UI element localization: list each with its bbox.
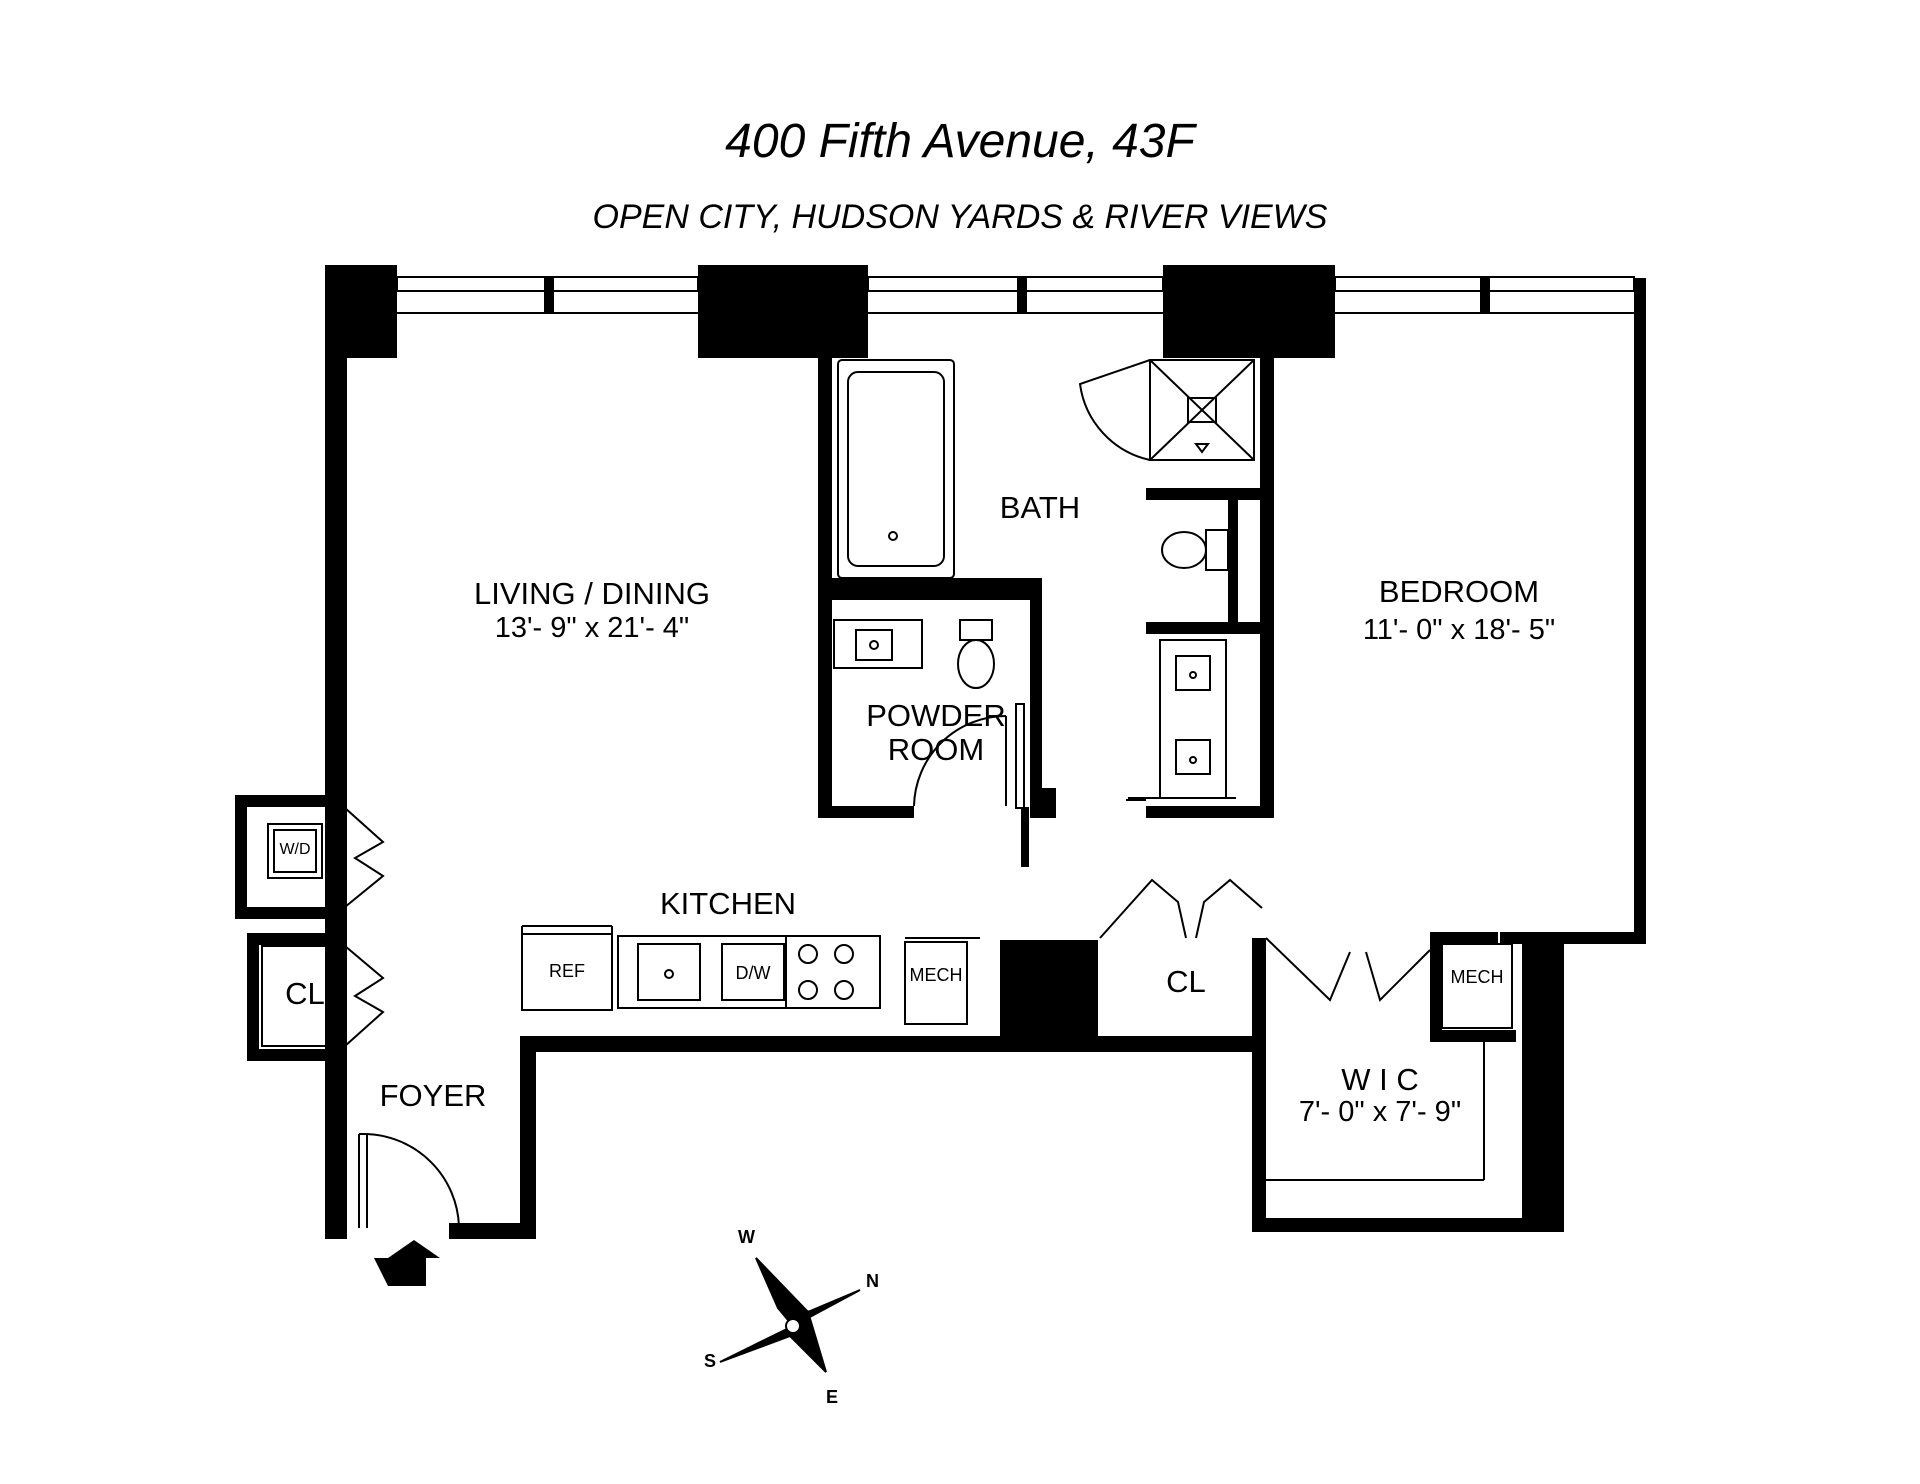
cooktop: [785, 935, 881, 1009]
mech-kitchen-box: [904, 941, 968, 1025]
hall-closet-door: [1099, 878, 1263, 939]
wic-door: [1265, 937, 1431, 1002]
interior-walls: [818, 358, 1516, 1042]
powder-door-arc: [913, 715, 1007, 807]
entry-door-arc: [366, 1133, 460, 1227]
bathtub: [837, 359, 955, 579]
exterior-walls: [235, 265, 1646, 1239]
window-mullions: [544, 277, 1490, 313]
hall-closet-label: CL: [1166, 964, 1206, 999]
pocket-door: [1015, 703, 1025, 809]
windows: [396, 276, 1635, 314]
shower-door-arc: [1078, 359, 1151, 461]
foyer-closet-inner: [261, 945, 346, 1047]
wd-bifold-door: [344, 807, 385, 908]
entry-arrow: [374, 1240, 440, 1286]
compass-rose: [719, 1257, 861, 1373]
refrigerator-label: REF: [549, 961, 585, 981]
dishwasher: [721, 943, 785, 1001]
fixtures: [261, 359, 1513, 1228]
powder-room-label-line2: ROOM: [887, 732, 985, 767]
shower-stall: [1149, 359, 1255, 461]
bathtub-basin: [847, 371, 945, 567]
mech-kitchen-label: MECH: [909, 965, 963, 985]
foyer-closet-bifold: [344, 945, 385, 1047]
bathtub-drain: [888, 531, 898, 541]
compass-west: W: [738, 1227, 755, 1247]
foyer-label: FOYER: [379, 1078, 487, 1113]
compass-east: E: [826, 1387, 839, 1407]
mech-bedroom-label: MECH: [1450, 967, 1504, 987]
foyer-closet-label: CL: [285, 976, 325, 1011]
powder-room-label-line1: POWDER: [866, 698, 1006, 733]
compass-north: N: [866, 1271, 879, 1291]
living-dining-dimensions: 13'- 9" x 21'- 4": [494, 612, 690, 644]
wic-label: W I C: [1341, 1062, 1419, 1097]
bedroom-label: BEDROOM: [1378, 574, 1540, 609]
washer-dryer-label: W/D: [279, 841, 311, 858]
plan-title: 400 Fifth Avenue, 43F: [725, 115, 1195, 168]
kitchen-sink: [637, 943, 701, 1001]
living-dining-label: LIVING / DINING: [474, 576, 710, 611]
mech-bedroom-box: [1441, 943, 1513, 1029]
washer-dryer-unit: [267, 823, 323, 879]
toilet-bath: [1161, 531, 1207, 569]
toilet-powder: [957, 639, 995, 689]
bedroom-dimensions: 11'- 0" x 18'- 5": [1362, 614, 1556, 646]
compass-south: S: [704, 1351, 717, 1371]
fridge: [521, 933, 613, 1011]
plan-subtitle: OPEN CITY, HUDSON YARDS & RIVER VIEWS: [592, 198, 1328, 236]
wic-dimensions: 7'- 0" x 7'- 9": [1298, 1096, 1462, 1128]
bath-label: BATH: [999, 490, 1081, 525]
dishwasher-label: D/W: [735, 963, 771, 983]
kitchen-label: KITCHEN: [659, 886, 797, 921]
